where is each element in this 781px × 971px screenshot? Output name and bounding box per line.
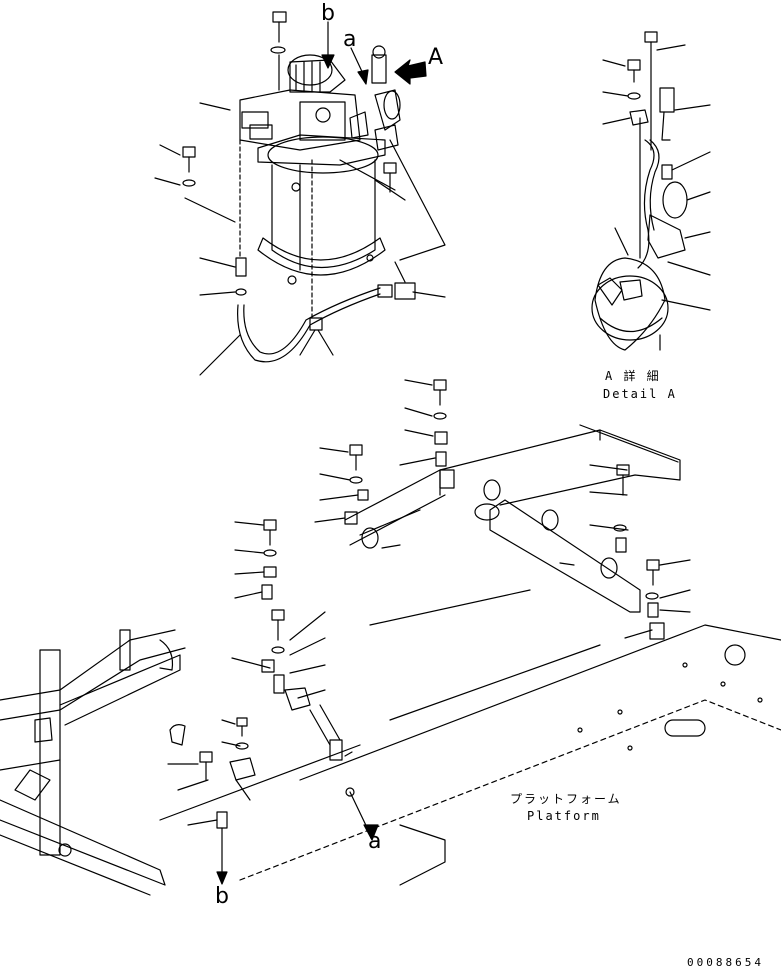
platform-label-jp: プラットフォーム xyxy=(510,792,622,806)
callout-A-view: A xyxy=(428,45,443,70)
platform-label-en: Platform xyxy=(527,809,601,823)
callout-b-top: b xyxy=(321,1,335,26)
drawing-code: 00088654 xyxy=(687,956,764,969)
pipe-routing-assembly xyxy=(167,379,691,885)
callout-a-top: a xyxy=(343,27,356,52)
detail-a-assembly xyxy=(591,31,711,351)
detail-title-jp: A 詳 細 xyxy=(605,368,661,383)
tank-assembly xyxy=(154,11,446,376)
callout-a-bottom: a xyxy=(368,829,381,854)
detail-title-en: Detail A xyxy=(603,387,677,401)
platform-outline xyxy=(159,589,781,886)
callout-b-bottom: b xyxy=(215,884,229,909)
frame-railing xyxy=(0,629,186,896)
